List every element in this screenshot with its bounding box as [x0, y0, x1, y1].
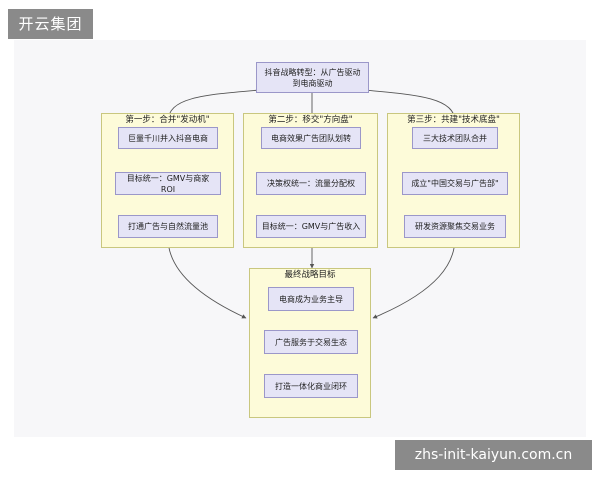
step3-node-1: 三大技术团队合并 [412, 127, 498, 149]
step3-node-3: 研发资源聚焦交易业务 [404, 215, 506, 238]
brand-label: 开云集团 [8, 9, 93, 39]
root-node: 抖音战略转型：从广告驱动 到电商驱动 [256, 62, 369, 93]
step1-node-3: 打通广告与自然流量池 [118, 215, 218, 238]
edge-step3-goal [372, 237, 456, 319]
step2-node-1: 电商效果广告团队划转 [261, 127, 361, 149]
goal-title: 最终战略目标 [284, 270, 336, 280]
root-node-line1: 抖音战略转型：从广告驱动 [264, 67, 361, 77]
step1-node-2: 目标统一：GMV与商家ROI [115, 172, 221, 195]
step3-title: 第三步：共建"技术底盘" [407, 115, 500, 125]
root-node-line2: 到电商驱动 [292, 78, 333, 88]
step1-node-1: 巨量千川并入抖音电商 [118, 127, 218, 149]
goal-node-2: 广告服务于交易生态 [264, 330, 358, 354]
goal-node-1: 电商成为业务主导 [268, 287, 354, 311]
step1-title: 第一步：合并"发动机" [125, 115, 210, 125]
step3-node-2: 成立"中国交易与广告部" [402, 172, 508, 195]
step2-title: 第二步：移交"方向盘" [268, 115, 353, 125]
step2-node-2: 决策权统一：流量分配权 [256, 172, 366, 195]
edge-step1-goal [167, 237, 247, 319]
watermark-label: zhs-init-kaiyun.com.cn [395, 440, 592, 470]
goal-node-3: 打造一体化商业闭环 [264, 374, 358, 398]
step2-node-3: 目标统一：GMV与广告收入 [256, 215, 366, 238]
